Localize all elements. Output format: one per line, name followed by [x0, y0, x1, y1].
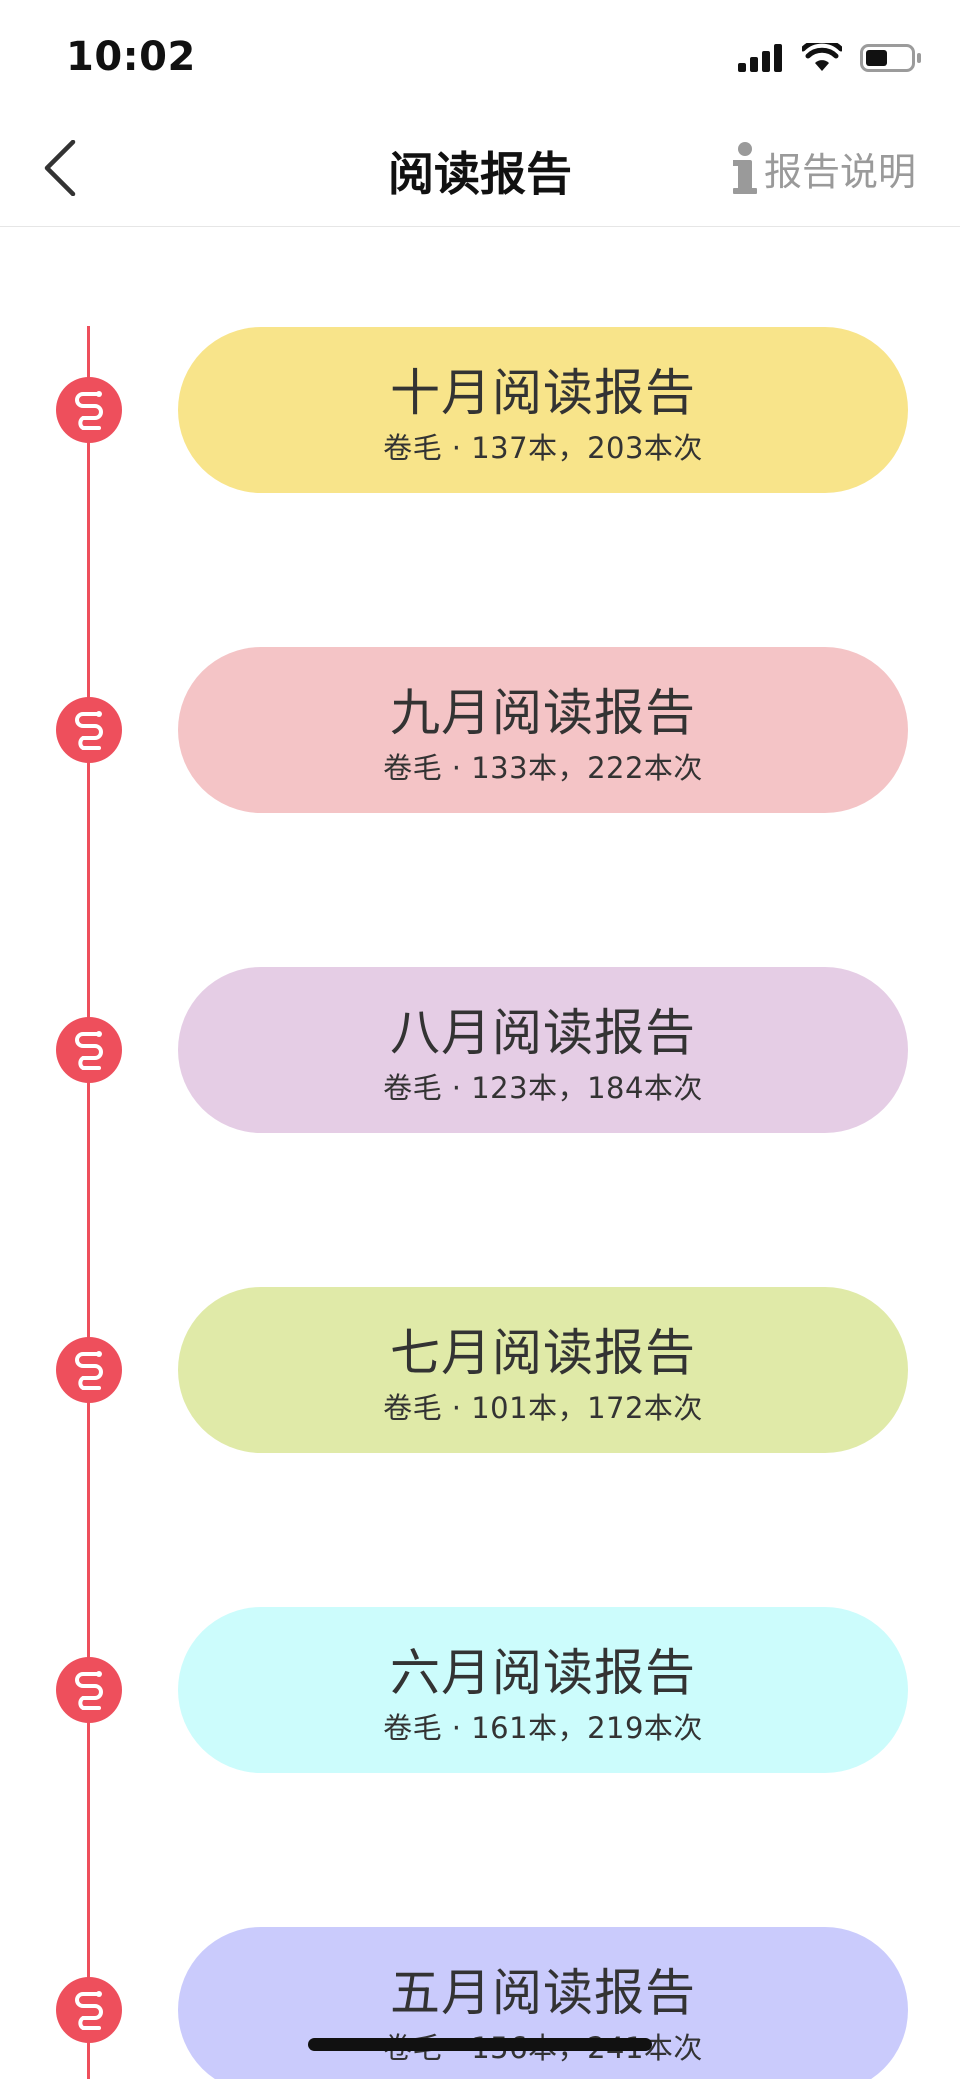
timeline-badge [56, 1977, 122, 2043]
report-card-july[interactable]: 七月阅读报告 卷毛 · 101本，172本次 [178, 1287, 908, 1453]
status-icons [738, 40, 922, 76]
report-card-may[interactable]: 五月阅读报告 卷毛 · 156本，241本次 [178, 1927, 908, 2079]
chevron-left-icon [44, 140, 76, 196]
snake-logo-icon [75, 1031, 103, 1070]
snake-logo-icon [75, 1671, 103, 1710]
report-title: 九月阅读报告 [390, 684, 696, 742]
report-title: 六月阅读报告 [390, 1644, 696, 1702]
report-row-october: 十月阅读报告 卷毛 · 137本，203本次 [0, 327, 960, 493]
report-title: 十月阅读报告 [390, 364, 696, 422]
report-subtitle: 卷毛 · 101本，172本次 [383, 1391, 703, 1425]
snake-logo-icon [75, 1351, 103, 1390]
snake-logo-icon [75, 1991, 103, 2030]
timeline-line [87, 326, 90, 2079]
info-icon [732, 142, 757, 194]
status-time: 10:02 [66, 34, 196, 80]
report-title: 五月阅读报告 [390, 1964, 696, 2022]
report-row-may: 五月阅读报告 卷毛 · 156本，241本次 [0, 1927, 960, 2079]
status-bar: 10:02 [0, 0, 960, 110]
page-title: 阅读报告 [388, 147, 572, 201]
report-title: 七月阅读报告 [390, 1324, 696, 1382]
report-subtitle: 卷毛 · 161本，219本次 [383, 1711, 703, 1745]
report-row-june: 六月阅读报告 卷毛 · 161本，219本次 [0, 1607, 960, 1773]
report-card-august[interactable]: 八月阅读报告 卷毛 · 123本，184本次 [178, 967, 908, 1133]
timeline-badge [56, 377, 122, 443]
report-card-june[interactable]: 六月阅读报告 卷毛 · 161本，219本次 [178, 1607, 908, 1773]
timeline-badge [56, 697, 122, 763]
report-row-july: 七月阅读报告 卷毛 · 101本，172本次 [0, 1287, 960, 1453]
timeline-badge [56, 1337, 122, 1403]
report-subtitle: 卷毛 · 123本，184本次 [383, 1071, 703, 1105]
report-subtitle: 卷毛 · 133本，222本次 [383, 751, 703, 785]
snake-logo-icon [75, 391, 103, 430]
report-card-october[interactable]: 十月阅读报告 卷毛 · 137本，203本次 [178, 327, 908, 493]
report-title: 八月阅读报告 [390, 1004, 696, 1062]
report-row-september: 九月阅读报告 卷毛 · 133本，222本次 [0, 647, 960, 813]
report-subtitle: 卷毛 · 137本，203本次 [383, 431, 703, 465]
home-indicator[interactable] [308, 2038, 652, 2051]
signal-icon [738, 44, 782, 72]
report-help-label: 报告说明 [763, 149, 916, 194]
battery-icon [860, 44, 921, 72]
report-help-button[interactable]: 报告说明 [730, 140, 916, 196]
timeline-badge [56, 1017, 122, 1083]
timeline-badge [56, 1657, 122, 1723]
snake-logo-icon [75, 711, 103, 750]
back-button[interactable] [30, 138, 90, 198]
nav-bar: 阅读报告 报告说明 [0, 110, 960, 227]
wifi-icon [802, 43, 842, 71]
report-card-september[interactable]: 九月阅读报告 卷毛 · 133本，222本次 [178, 647, 908, 813]
report-row-august: 八月阅读报告 卷毛 · 123本，184本次 [0, 967, 960, 1133]
